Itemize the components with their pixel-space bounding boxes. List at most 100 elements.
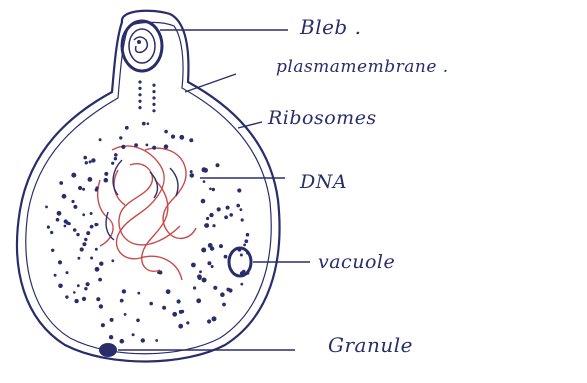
ribosome-dot <box>224 215 228 219</box>
ribosome-dot <box>138 93 141 96</box>
ribosome-dot <box>101 323 105 327</box>
ribosome-dot <box>209 213 213 217</box>
ribosome-dot <box>212 316 217 321</box>
ribosome-dot <box>190 173 195 178</box>
ribosome-dot <box>78 257 81 260</box>
granule-shape <box>99 343 117 357</box>
cell-outline <box>17 11 280 362</box>
ribosome-dot <box>202 167 207 172</box>
ribosome-dot <box>99 304 103 308</box>
ribosome-dot <box>244 239 248 243</box>
ribosome-dot <box>220 292 225 297</box>
ribosome-dot <box>152 146 156 150</box>
ribosome-dot <box>201 248 206 253</box>
ribosome-dot <box>217 207 221 211</box>
label-bleb: Bleb . <box>299 15 361 39</box>
ribosome-dot <box>82 188 85 191</box>
ribosome-dot <box>110 318 114 322</box>
ribosome-dot <box>59 181 63 185</box>
ribosome-dot <box>179 310 183 314</box>
ribosome-dot <box>202 278 207 283</box>
ribosome-dot <box>84 238 87 241</box>
ribosome-dot <box>138 87 141 90</box>
ribosome-dot <box>64 225 67 228</box>
ribosome-dot <box>199 270 202 273</box>
ribosome-dot <box>219 244 223 248</box>
ribosome-dot <box>122 289 126 293</box>
ribosome-dot <box>80 247 84 251</box>
ribosome-dot <box>111 259 114 262</box>
ribosome-dot <box>125 126 129 130</box>
ribosome-dot <box>178 324 183 329</box>
ribosome-dot <box>90 225 94 229</box>
ribosome-dot <box>64 219 68 223</box>
ribosome-dot <box>158 271 162 275</box>
ribosome-dot <box>207 261 211 265</box>
ribosome-dot <box>236 204 240 208</box>
ribosome-dot <box>224 255 228 259</box>
bleb-inner <box>129 29 155 63</box>
label-ribosomes: Ribosomes <box>267 107 377 129</box>
ribosome-dot <box>74 299 78 303</box>
ribosome-dot <box>142 122 146 126</box>
ribosome-dot <box>96 297 100 301</box>
ribosome-dot <box>111 162 114 165</box>
ribosome-dot <box>190 170 193 173</box>
ribosome-dot <box>152 96 155 99</box>
ribosome-dot <box>162 306 166 310</box>
ribosome-dot <box>210 246 214 250</box>
ribosome-dot <box>57 211 62 216</box>
ribosome-dot <box>73 228 77 232</box>
ribosome-dot <box>211 265 214 268</box>
ribosome-dot <box>240 283 243 286</box>
ribosome-dot <box>120 299 124 303</box>
ribosome-dot <box>216 163 220 167</box>
ribosome-dot <box>240 254 243 257</box>
ribosome-dot <box>146 144 149 147</box>
ribosome-dot <box>193 286 196 289</box>
ribosome-dot <box>237 188 241 192</box>
ribosome-dot <box>246 271 250 275</box>
ribosome-dot <box>73 291 76 294</box>
ribosome-dot <box>62 194 67 199</box>
ribosome-dot <box>98 278 102 282</box>
ribosome-dot <box>152 84 155 87</box>
ribosome-dot <box>50 231 53 234</box>
ribosome-dot <box>241 218 244 221</box>
ribosome-dot <box>95 188 98 191</box>
ribosome-dot <box>171 135 175 139</box>
ribosome-dot <box>82 213 85 216</box>
ribosome-dot <box>88 177 93 182</box>
bleb-content <box>134 37 147 52</box>
ribosome-dot <box>212 224 215 227</box>
ribosome-dot <box>138 106 141 109</box>
ribosome-dot <box>246 251 250 255</box>
ribosome-dot <box>71 200 74 203</box>
label-plasma-membrane: plasmamembrane . <box>276 57 449 77</box>
ribosome-dot <box>179 135 184 140</box>
ribosome-dot <box>189 138 193 142</box>
ribosome-dot <box>84 287 87 290</box>
ribosome-dot <box>85 161 88 164</box>
ribosome-dot <box>141 338 145 342</box>
ribosome-dot <box>58 284 63 289</box>
ribosome-dot <box>212 188 215 191</box>
bleb <box>122 21 162 71</box>
ribosome-dot <box>114 157 117 160</box>
ribosome-dot <box>177 299 181 303</box>
ribosome-dot <box>114 153 118 157</box>
ribosome-dot <box>240 271 244 275</box>
ribosome-dot <box>95 267 100 272</box>
ribosome-dots <box>45 80 250 343</box>
ribosome-dot <box>77 284 80 287</box>
ribosome-dot <box>136 319 140 323</box>
ribosome-dot <box>213 286 217 290</box>
ribosome-dot <box>109 335 113 339</box>
ribosome-dot <box>47 226 50 229</box>
ribosome-dot <box>246 233 250 237</box>
ribosome-dot <box>76 233 79 236</box>
ribosome-dot <box>164 130 168 134</box>
ribosome-dot <box>155 339 158 342</box>
ribosome-dot <box>229 213 233 217</box>
